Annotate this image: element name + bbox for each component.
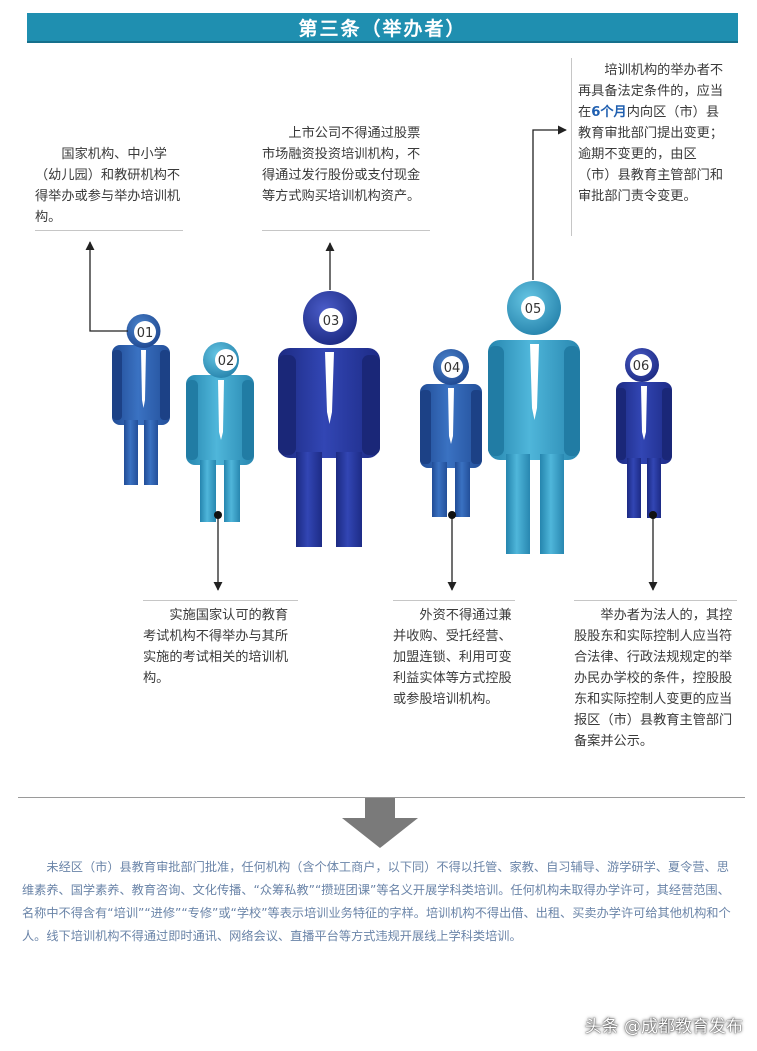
figure-number: 02 — [218, 354, 235, 369]
figure-03: 03 — [278, 291, 380, 547]
provision-text-02: 实施国家认可的教育考试机构不得举办与其所实施的考试相关的培训机构。 — [143, 608, 289, 686]
divider — [35, 230, 183, 231]
source-watermark: 头条 @成都教育发布 — [584, 1017, 743, 1037]
divider — [143, 600, 298, 601]
section-separator — [18, 797, 745, 798]
page-title: 第三条（举办者） — [298, 17, 467, 40]
provision-text-03: 上市公司不得通过股票市场融资投资培训机构，不得通过发行股份或支付现金等方式购买培… — [262, 126, 421, 204]
connector-arrows — [85, 125, 658, 591]
divider — [571, 58, 572, 236]
figure-number: 06 — [633, 359, 650, 374]
figure-04: 04 — [420, 349, 482, 517]
figure-06: 06 — [616, 348, 672, 518]
down-arrow-icon — [342, 797, 418, 848]
figure-number: 05 — [525, 302, 542, 317]
figure-02: 02 — [186, 342, 254, 522]
divider — [574, 600, 737, 601]
divider — [393, 600, 515, 601]
provision-text-05: 培训机构的举办者不再具备法定条件的，应当在6个月内向区（市）县教育审批部门提出变… — [578, 63, 724, 204]
title-banner: 第三条（举办者） — [27, 13, 738, 43]
figure-01: 01 — [112, 314, 170, 485]
provision-text-01: 国家机构、中小学（幼儿园）和教研机构不得举办或参与举办培训机构。 — [35, 147, 181, 225]
figure-number: 04 — [444, 361, 461, 376]
bottom-note: 未经区（市）县教育审批部门批准，任何机构（含个体工商户，以下同）不得以托管、家教… — [22, 860, 731, 943]
provision-text-06: 举办者为法人的，其控股股东和实际控制人应当符合法律、行政法规规定的举办民办学校的… — [574, 608, 733, 749]
figure-number: 01 — [137, 326, 154, 341]
figures-illustration: 01 02 03 04 — [85, 125, 672, 848]
divider — [262, 230, 430, 231]
figure-05: 05 — [488, 281, 580, 554]
provision-text-04: 外资不得通过兼并收购、受托经营、加盟连锁、利用可变利益实体等方式控股或参股培训机… — [393, 608, 512, 707]
figure-number: 03 — [323, 314, 340, 329]
deadline-highlight: 6个月 — [591, 105, 627, 120]
connector-dots — [214, 511, 657, 519]
